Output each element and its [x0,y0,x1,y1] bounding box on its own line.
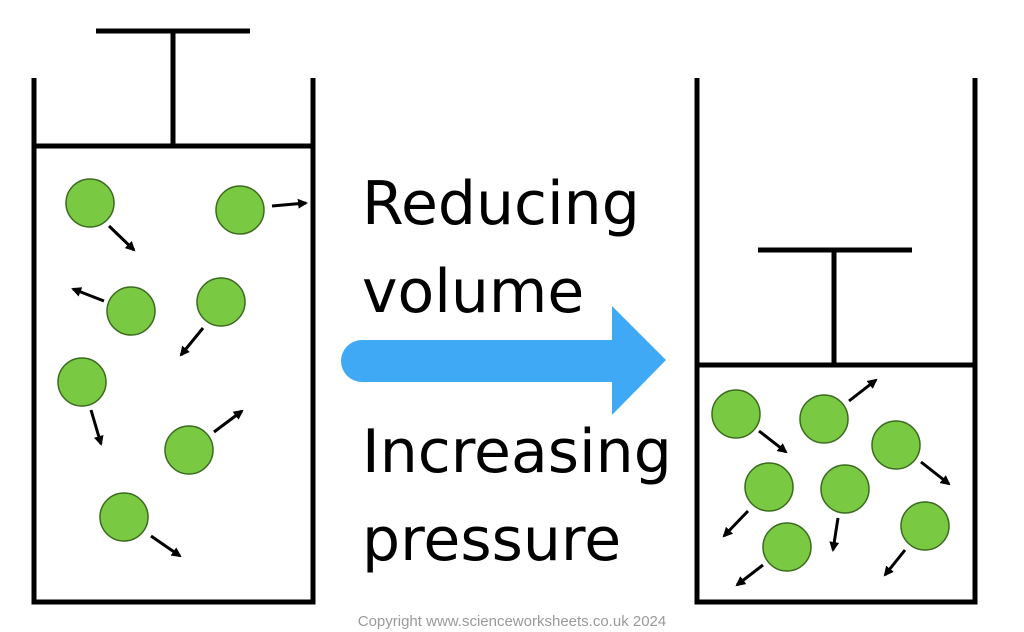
right-particle-icon-1 [711,389,761,439]
right-particle-icon-2 [799,394,849,444]
left-particle-icon-7 [99,492,149,542]
right-motion-arrow-icon-1 [758,429,788,454]
left-motion-arrow-icon-4 [179,327,205,357]
right-motion-arrow-icon-3 [920,460,951,486]
right-particle-icon-6 [900,501,950,551]
right-particle-icon-5 [820,464,870,514]
caption-line-2: volume [362,257,585,327]
left-container-walls [31,78,316,605]
right-particle-icon-3 [871,420,921,470]
right-arrow-icon [341,306,666,415]
left-motion-arrow-icon-2 [271,198,308,209]
right-motion-arrow-icon-4 [722,509,750,538]
left-motion-arrow-icon-3 [71,287,105,303]
left-motion-arrow-icon-6 [213,409,244,434]
right-container-walls [694,78,978,605]
left-particle-icon-4 [196,277,246,327]
right-particles [711,378,951,587]
copyright-text: Copyright www.scienceworksheets.co.uk 20… [357,613,667,630]
caption-increasing-pressure: Increasing pressure [362,420,672,572]
left-particle-icon-6 [164,425,214,475]
left-motion-arrow-icon-5 [89,409,104,446]
left-container [31,28,316,605]
process-arrow [341,306,666,415]
left-particle-icon-3 [106,286,156,336]
left-motion-arrow-icon-7 [150,534,182,558]
right-container [694,78,978,605]
right-motion-arrow-icon-2 [848,378,878,403]
left-particles [57,178,308,558]
caption-line-4: pressure [362,505,622,575]
right-motion-arrow-icon-7 [735,563,764,587]
caption-line-3: Increasing [362,417,672,487]
left-particle-icon-2 [215,185,265,235]
right-motion-arrow-icon-5 [829,517,840,552]
right-particle-icon-4 [744,462,794,512]
left-motion-arrow-icon-1 [107,224,136,252]
caption-line-1: Reducing [362,169,640,239]
left-particle-icon-1 [65,178,115,228]
right-motion-arrow-icon-6 [883,549,907,577]
left-particle-icon-5 [57,357,107,407]
right-particle-icon-7 [762,522,812,572]
caption-reducing-volume: Reducing volume [362,172,640,324]
